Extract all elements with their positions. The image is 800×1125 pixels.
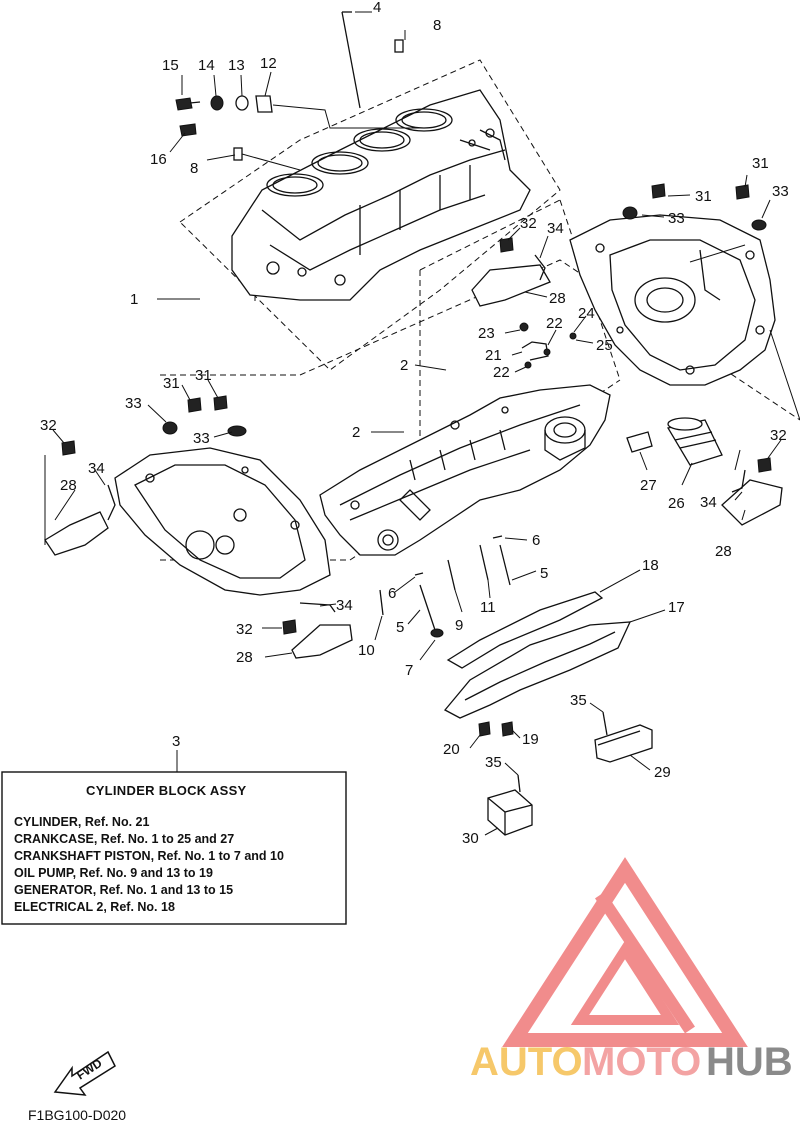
assy-box-line: CYLINDER, Ref. No. 21 xyxy=(14,815,149,829)
cylinder-block xyxy=(231,89,531,301)
callout-35-right: 35 xyxy=(570,692,587,709)
callout-34-lower: 34 xyxy=(336,597,353,614)
callout-35-lower: 35 xyxy=(485,754,502,771)
callout-16: 16 xyxy=(150,151,167,168)
callout-31-top-right: 31 xyxy=(752,155,769,172)
callout-27: 27 xyxy=(640,477,657,494)
callout-33-left-b: 33 xyxy=(193,430,210,447)
watermark-text: AUTO MOTO HUB xyxy=(470,1040,793,1084)
assy-box-line: CRANKCASE, Ref. No. 1 to 25 and 27 xyxy=(14,832,234,846)
callout-33-top-right: 33 xyxy=(772,183,789,200)
callout-34-right: 34 xyxy=(700,494,717,511)
callout-24: 24 xyxy=(578,305,595,322)
right-crankcase-cover xyxy=(569,214,776,386)
left-crankcase-cover xyxy=(114,447,331,596)
callout-34-left: 34 xyxy=(88,460,105,477)
callout-17: 17 xyxy=(668,599,685,616)
callout-33-right: 33 xyxy=(668,210,685,227)
callout-10: 10 xyxy=(358,642,375,659)
callout-32-upper: 32 xyxy=(520,215,537,232)
assy-box-line: ELECTRICAL 2, Ref. No. 18 xyxy=(14,900,175,914)
callout-32-lower: 32 xyxy=(236,621,253,638)
callout-34-upper: 34 xyxy=(547,220,564,237)
callout-26: 26 xyxy=(668,495,685,512)
callout-2-lower: 2 xyxy=(352,424,360,441)
callout-28-upper: 28 xyxy=(549,290,566,307)
assy-box-line: OIL PUMP, Ref. No. 9 and 13 to 19 xyxy=(14,866,213,880)
callout-28-left: 28 xyxy=(60,477,77,494)
callout-15: 15 xyxy=(162,57,179,74)
callout-11: 11 xyxy=(480,599,496,616)
callout-1: 1 xyxy=(130,291,138,308)
callout-20: 20 xyxy=(443,741,460,758)
callout-numbers: 4 8 15 14 13 12 16 8 1 2 2 3 31 31 33 33… xyxy=(40,0,789,847)
watermark-hub: HUB xyxy=(706,1040,793,1084)
callout-12: 12 xyxy=(260,55,277,72)
diagram-code: F1BG100-D020 xyxy=(28,1107,126,1123)
callout-22-upper: 22 xyxy=(546,315,563,332)
callout-7: 7 xyxy=(405,662,413,679)
callout-31-left-a: 31 xyxy=(163,375,180,392)
callout-5-right: 5 xyxy=(540,565,548,582)
callout-31-right: 31 xyxy=(695,188,712,205)
callout-4: 4 xyxy=(373,0,381,16)
callout-8-top: 8 xyxy=(433,17,441,34)
callout-25: 25 xyxy=(596,337,613,354)
callout-8-left: 8 xyxy=(190,160,198,177)
callout-6-left: 6 xyxy=(388,585,396,602)
forward-arrow: FWD xyxy=(53,1050,116,1096)
callout-21: 21 xyxy=(485,347,502,364)
assy-box-title: CYLINDER BLOCK ASSY xyxy=(86,783,247,798)
small-parts xyxy=(44,11,783,836)
callout-30: 30 xyxy=(462,830,479,847)
watermark-auto: AUTO xyxy=(470,1040,583,1084)
callout-19: 19 xyxy=(522,731,539,748)
callout-23: 23 xyxy=(478,325,495,342)
callout-6-right: 6 xyxy=(532,532,540,549)
assy-box-line: GENERATOR, Ref. No. 1 and 13 to 15 xyxy=(14,883,233,897)
watermark-moto: MOTO xyxy=(582,1040,701,1084)
callout-14: 14 xyxy=(198,57,215,74)
assy-box-line: CRANKSHAFT PISTON, Ref. No. 1 to 7 and 1… xyxy=(14,849,284,863)
callout-3: 3 xyxy=(172,733,180,750)
watermark-logo xyxy=(502,857,748,1047)
leader-lines xyxy=(44,11,800,836)
callout-29: 29 xyxy=(654,764,671,781)
callout-13: 13 xyxy=(228,57,245,74)
callout-22-lower: 22 xyxy=(493,364,510,381)
callout-2-upper: 2 xyxy=(400,357,408,374)
callout-33-left-a: 33 xyxy=(125,395,142,412)
cylinder-block-assy-box: CYLINDER BLOCK ASSY CYLINDER, Ref. No. 2… xyxy=(1,771,347,925)
callout-5-left: 5 xyxy=(396,619,404,636)
callout-32-right: 32 xyxy=(770,427,787,444)
callout-32-left: 32 xyxy=(40,417,57,434)
callout-28-right: 28 xyxy=(715,543,732,560)
callout-9: 9 xyxy=(455,617,463,634)
callout-31-left-b: 31 xyxy=(195,367,212,384)
callout-28-lower: 28 xyxy=(236,649,253,666)
callout-18: 18 xyxy=(642,557,659,574)
crankcase xyxy=(319,384,611,556)
